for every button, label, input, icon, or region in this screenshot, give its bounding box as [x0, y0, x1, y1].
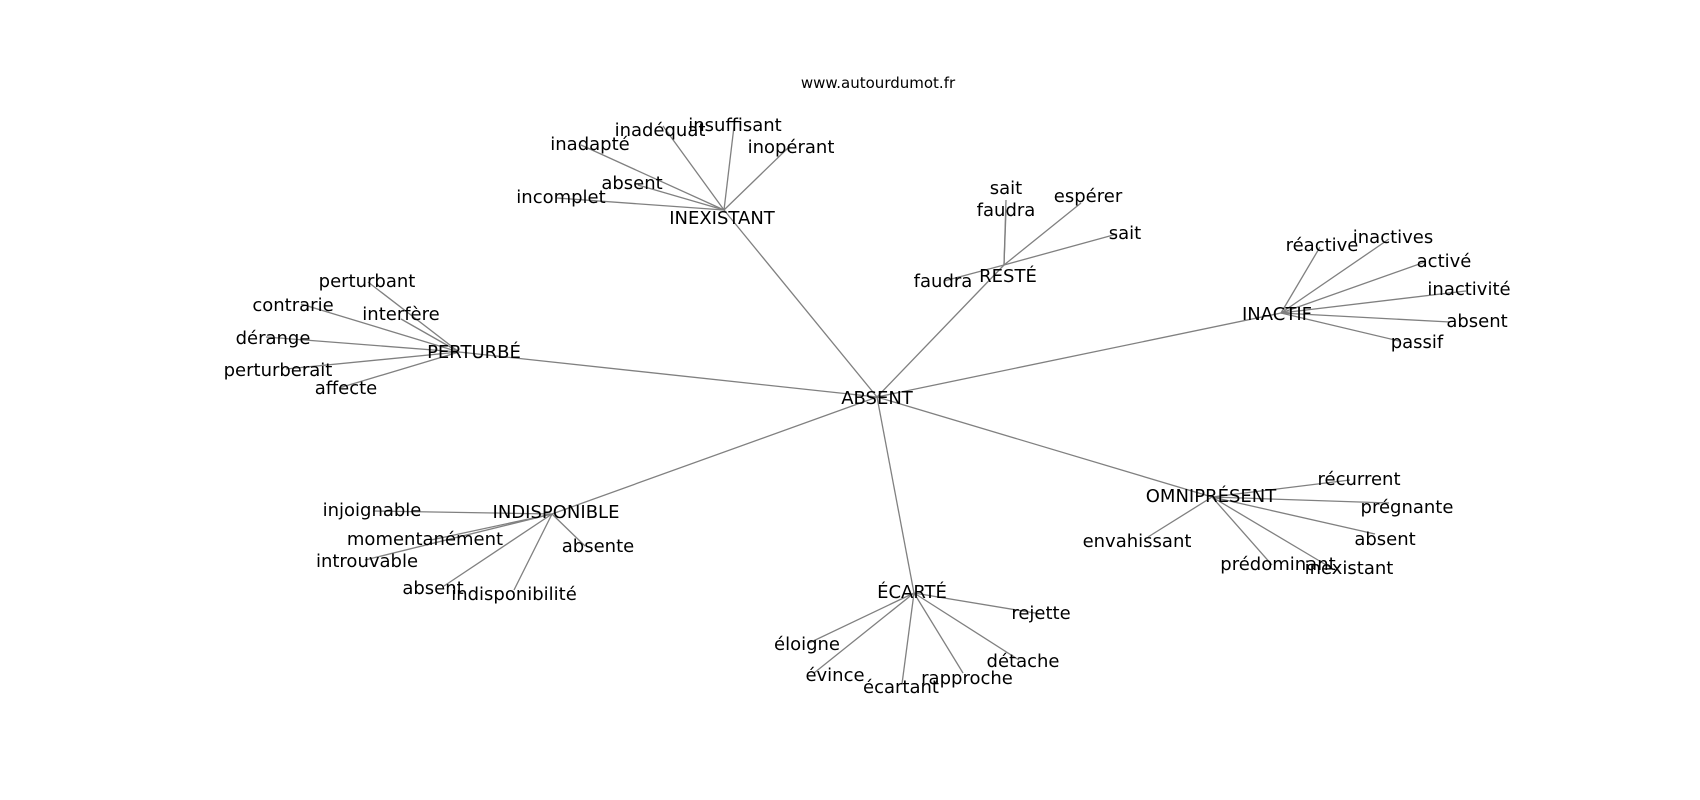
leaf-word-esperer: espérer	[1054, 186, 1123, 207]
edge-inexistant-inoperant	[723, 145, 791, 211]
edge-reste-sait	[1003, 233, 1118, 266]
leaf-word-indisponibilite: indisponibilité	[451, 584, 577, 605]
edge-reste-faudra	[1003, 209, 1007, 266]
hub-word-omnipresent: OMNIPRÉSENT	[1146, 485, 1277, 507]
edge-inactif-absent	[1280, 312, 1451, 323]
leaf-word-momentanement: momentanément	[347, 529, 503, 550]
leaf-word-pregnante: prégnante	[1361, 497, 1454, 518]
leaf-word-introuvable: introuvable	[316, 551, 418, 572]
edge-center-inactif	[876, 312, 1282, 398]
hub-word-inexistant: INEXISTANT	[669, 208, 776, 229]
edge-omnipresent-recurrent	[1211, 479, 1351, 498]
edge-omnipresent-pregnante	[1211, 496, 1390, 504]
leaf-word-passif: passif	[1391, 332, 1444, 353]
edge-indisponible-indisponibilite	[513, 513, 553, 591]
edge-perturbe-perturberait	[285, 351, 460, 370]
leaf-word-inadequat: inadéquat	[615, 120, 706, 141]
leaf-word-inactives: inactives	[1353, 227, 1434, 248]
edge-ecarte-rejette	[913, 592, 1042, 615]
site-watermark: www.autourdumot.fr	[801, 74, 956, 92]
leaf-word-faudra: faudra	[977, 200, 1036, 221]
leaf-word-sait: sait	[990, 178, 1022, 199]
edge-ecarte-evince	[813, 592, 915, 674]
edge-inactif-reactive	[1280, 246, 1321, 314]
edge-indisponible-introuvable	[364, 513, 553, 561]
edge-inexistant-inadequat	[662, 125, 725, 211]
leaf-word-sait: sait	[1109, 223, 1141, 244]
leaf-word-rapproche: rapproche	[921, 668, 1013, 689]
leaf-word-ecartant: écartant	[863, 677, 939, 698]
edge-inactif-active	[1280, 261, 1426, 314]
edge-ecarte-rapproche	[913, 592, 964, 674]
leaf-word-eloigne: éloigne	[774, 634, 840, 655]
leaf-word-recurrent: récurrent	[1317, 469, 1400, 490]
edge-center-perturbe	[458, 351, 878, 398]
leaf-word-faudra: faudra	[914, 271, 973, 292]
leaf-word-affecte: affecte	[315, 378, 378, 399]
edge-center-indisponible	[551, 396, 878, 515]
leaf-word-envahissant: envahissant	[1083, 531, 1192, 552]
leaf-word-absent: absent	[1446, 311, 1507, 332]
leaf-word-absent: absent	[402, 578, 463, 599]
leaf-word-injoignable: injoignable	[323, 500, 422, 521]
leaf-word-detache: détache	[987, 651, 1060, 672]
center-word: ABSENT	[841, 388, 914, 409]
edge-inactif-inactives	[1280, 238, 1390, 314]
edge-ecarte-detache	[913, 592, 1020, 661]
leaf-word-perturberait: perturberait	[224, 360, 333, 381]
leaf-word-inactivite: inactivité	[1427, 279, 1510, 300]
edge-center-reste	[876, 264, 1005, 398]
edge-center-ecarte	[876, 396, 915, 594]
leaf-word-inexistant: inexistant	[1305, 558, 1394, 579]
edge-perturbe-derange	[265, 336, 460, 353]
edge-indisponible-absente	[551, 513, 586, 547]
leaf-word-interfere: interfère	[362, 304, 439, 325]
leaf-word-absent: absent	[601, 173, 662, 194]
hub-word-perturbe: PERTURBÉ	[427, 341, 521, 363]
edge-center-inexistant	[723, 209, 878, 398]
edge-perturbe-interfere	[400, 318, 460, 353]
leaf-word-inadapte: inadapté	[550, 134, 629, 155]
edge-omnipresent-predominant	[1211, 496, 1273, 566]
hub-word-reste: RESTÉ	[979, 265, 1037, 287]
edge-perturbe-perturbant	[367, 281, 460, 353]
leaf-word-predominant: prédominant	[1220, 554, 1335, 575]
leaf-word-incomplet: incomplet	[516, 187, 605, 208]
edge-inactif-passif	[1280, 312, 1400, 342]
edge-reste-esperer	[1003, 202, 1082, 266]
edge-perturbe-affecte	[338, 351, 460, 389]
edge-ecarte-ecartant	[901, 592, 915, 685]
leaf-word-contrarie: contrarie	[252, 295, 333, 316]
hub-word-indisponible: INDISPONIBLE	[493, 502, 620, 523]
leaf-word-rejette: rejette	[1011, 603, 1070, 624]
edge-indisponible-absent	[443, 513, 553, 587]
hub-word-ecarte: ÉCARTÉ	[877, 581, 947, 603]
leaf-word-reactive: réactive	[1286, 235, 1359, 256]
leaf-word-active: activé	[1417, 251, 1472, 272]
edge-inexistant-absent	[637, 184, 725, 211]
edge-indisponible-injoignable	[372, 510, 553, 515]
leaf-word-insuffisant: insuffisant	[688, 115, 781, 136]
edge-ecarte-eloigne	[808, 592, 915, 644]
graph-edges	[265, 117, 1467, 685]
edge-omnipresent-inexistant	[1211, 496, 1334, 570]
edge-omnipresent-envahissant	[1147, 496, 1213, 538]
leaf-word-evince: évince	[805, 665, 864, 686]
edge-omnipresent-absent	[1211, 496, 1376, 535]
edge-perturbe-contrarie	[300, 303, 460, 353]
leaf-word-perturbant: perturbant	[319, 271, 416, 292]
leaf-word-absent: absent	[1354, 529, 1415, 550]
edge-inactif-inactivite	[1280, 290, 1467, 314]
edge-inexistant-inadapte	[580, 144, 725, 211]
edge-reste-faudra	[943, 264, 1005, 282]
edge-center-omnipresent	[876, 396, 1213, 498]
hub-word-inactif: INACTIF	[1242, 304, 1312, 325]
edge-inexistant-insuffisant	[723, 117, 736, 211]
leaf-word-inoperant: inopérant	[748, 137, 835, 158]
edge-inexistant-incomplet	[556, 197, 725, 211]
leaf-word-absente: absente	[562, 536, 634, 557]
leaf-word-derange: dérange	[236, 328, 311, 349]
